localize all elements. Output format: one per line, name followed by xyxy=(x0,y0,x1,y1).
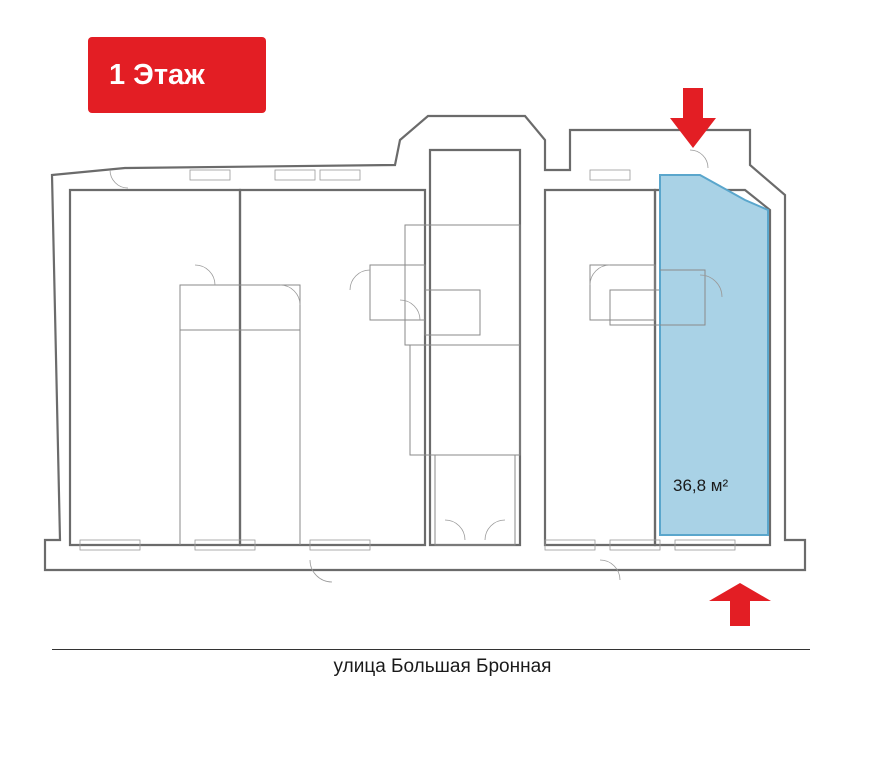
floor-badge: 1 Этаж xyxy=(88,37,266,113)
highlighted-unit-wc xyxy=(660,269,723,326)
door-swings xyxy=(109,149,736,583)
street-line xyxy=(52,649,810,650)
exterior-walls xyxy=(43,114,807,572)
highlighted-unit[interactable] xyxy=(659,174,769,536)
entrance-arrow-icon xyxy=(670,88,716,148)
entrance-arrow-icon xyxy=(709,583,771,626)
windows xyxy=(79,169,736,551)
street-name: улица Большая Бронная xyxy=(333,656,552,677)
unit-area-label: 36,8 м² xyxy=(673,476,729,495)
